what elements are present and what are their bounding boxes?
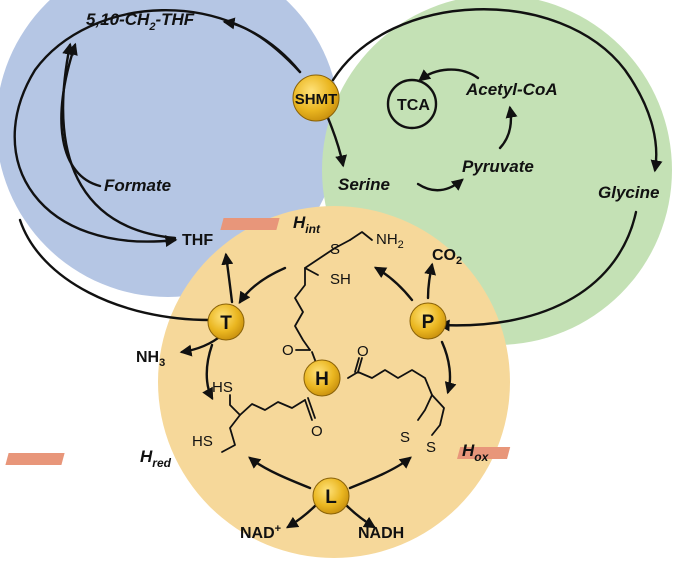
acetylcoa-to-tca-arrow xyxy=(418,68,480,82)
t-to-h-red-arrow xyxy=(202,343,214,401)
shmt-to-methylene-thf-arrow xyxy=(222,17,302,74)
acetyl-coa-label: Acetyl-CoA xyxy=(465,80,558,99)
h-int-sh-atom: SH xyxy=(330,271,351,288)
nad-label: NAD+ xyxy=(240,523,281,542)
p-protein-label: P xyxy=(422,312,435,333)
tca-cycle-ring xyxy=(386,78,438,130)
h-int-to-t-arrow xyxy=(238,266,287,304)
l-to-h-red-arrow xyxy=(248,456,312,490)
h-protein-node: H xyxy=(303,359,341,397)
h-int-chain xyxy=(294,239,351,351)
h-int-nh2-chain xyxy=(349,231,373,241)
l-protein-label: L xyxy=(325,487,337,508)
h-red-carbonyl xyxy=(304,397,316,421)
l-to-h-ox-arrow xyxy=(348,456,412,490)
h-ox-carbonyl xyxy=(354,357,363,373)
h-ox-chain xyxy=(347,369,433,421)
h-ox-s-atom-1: S xyxy=(400,429,410,446)
h-ox-ring xyxy=(431,394,445,436)
nadh-label: NADH xyxy=(358,525,404,542)
h-red-tag xyxy=(5,453,65,465)
h-red-sh-branch xyxy=(229,394,241,416)
p-to-h-ox-arrow xyxy=(440,340,457,395)
h-ox-s-atom-2: S xyxy=(426,439,436,456)
h-int-nh2: NH2 xyxy=(376,231,404,251)
co2-label: CO2 xyxy=(432,247,462,267)
formate-arc-inner xyxy=(60,42,102,188)
h-int-s-atom: S xyxy=(330,241,340,258)
h-ox-tag xyxy=(457,447,511,459)
formate-label: Formate xyxy=(104,176,171,195)
h-int-label: Hint xyxy=(293,213,321,236)
serine-label: Serine xyxy=(338,175,390,194)
t-to-thf-arrow xyxy=(221,252,234,304)
h-ox-label: Hox xyxy=(462,441,490,464)
h-int-carbonyl-o: O xyxy=(282,342,294,359)
h-red-hs-lower: HS xyxy=(192,433,213,450)
methylene-thf-label: 5,10-CH2-THF xyxy=(86,10,195,33)
h-red-label: Hred xyxy=(140,447,172,470)
t-to-blue-arc xyxy=(18,218,212,322)
h-protein-label: H xyxy=(315,369,329,390)
p-to-co2-arrow xyxy=(424,262,437,300)
shmt-to-serine-arrow xyxy=(326,116,347,168)
tca-label: TCA xyxy=(397,97,430,114)
l-protein-node: L xyxy=(312,477,350,515)
pyruvate-to-acetylcoa-arrow xyxy=(498,105,518,150)
nh3-label: NH3 xyxy=(136,349,165,369)
h-int-tag xyxy=(220,218,280,230)
h-red-hs-upper: HS xyxy=(212,379,233,396)
h-red-carbonyl-o: O xyxy=(311,423,323,440)
shmt-node: SHMT xyxy=(292,74,340,122)
p-protein-node: P xyxy=(409,302,447,340)
glycine-label: Glycine xyxy=(598,183,659,202)
glycine-to-p-arc xyxy=(437,210,638,332)
shmt-label: SHMT xyxy=(295,91,338,108)
formate-arc-outer xyxy=(61,42,177,240)
t-protein-node: T xyxy=(207,303,245,341)
folate-cycle-arc xyxy=(13,9,302,248)
serine-to-pyruvate-arrow xyxy=(416,178,464,192)
l-to-nad-arrow xyxy=(285,503,318,529)
h-red-chain xyxy=(221,399,306,453)
pyruvate-label: Pyruvate xyxy=(462,157,534,176)
lipoyl-structure xyxy=(221,231,445,453)
l-to-nadh-arrow xyxy=(344,503,377,529)
green-cycle-arc xyxy=(331,8,663,173)
h-int-sh-branch xyxy=(304,267,319,276)
thf-label: THF xyxy=(182,232,213,249)
t-protein-label: T xyxy=(220,313,232,334)
h-ox-carbonyl-o: O xyxy=(357,343,369,360)
p-to-h-int-arrow xyxy=(373,266,414,302)
